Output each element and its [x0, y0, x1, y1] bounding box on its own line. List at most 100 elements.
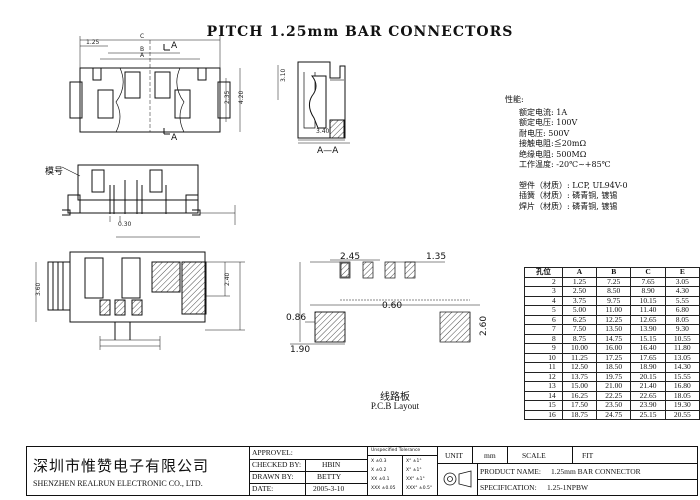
table-cell-value: 14.30 [664, 362, 700, 373]
top-view [69, 36, 241, 135]
top-dim-b: B [140, 46, 144, 53]
pcb-title: 线路板 [380, 392, 410, 403]
top-dim-height: 4.20 [238, 90, 245, 104]
table-cell-value: 6.25 [561, 314, 598, 325]
table-cell-value: 9.30 [664, 324, 700, 335]
specs-heading: 性能: [505, 95, 524, 104]
tol-linear: XX ±0.1 [371, 477, 390, 482]
section-view [277, 61, 350, 144]
pcb-dim-pad-height: 2.60 [479, 316, 489, 336]
table-cell-value: 11.00 [596, 305, 632, 316]
table-cell-value: 20.15 [630, 371, 666, 382]
approved-label: APPROVEL: [252, 448, 293, 457]
table-cell-value: 16.25 [561, 390, 598, 401]
table-header: C [630, 267, 666, 278]
table-cell-value: 19.30 [664, 400, 700, 411]
spec-label: SPECIFICATION: [480, 483, 537, 492]
table-header: 孔位 [524, 267, 563, 278]
checked-label: CHECKED BY: [252, 460, 302, 469]
table-cell-value: 21.40 [630, 381, 666, 392]
table-header: B [596, 267, 632, 278]
top-dim-pitch: 1.25 [86, 39, 100, 46]
drawn-value: BETTY [317, 472, 342, 481]
table-cell-value: 6.80 [664, 305, 700, 316]
table-cell-value: 22.25 [596, 390, 632, 401]
spec-value: 1.25-1NPBW [547, 483, 589, 492]
scale-value: FIT [582, 451, 594, 460]
tol-angle: X° ±1° [406, 468, 422, 473]
table-cell-value: 7.65 [630, 276, 666, 287]
table-cell-position: 3 [524, 286, 563, 297]
table-cell-value: 16.80 [664, 381, 700, 392]
table-cell-value: 3.75 [561, 295, 598, 306]
table-cell-value: 18.50 [596, 362, 632, 373]
table-cell-value: 10.55 [664, 333, 700, 344]
side-dim-inner: 2.40 [224, 272, 231, 286]
table-cell-value: 12.65 [630, 314, 666, 325]
table-cell-value: 20.55 [664, 409, 700, 420]
spec-current: 额定电流: 1A [519, 107, 568, 117]
table-cell-value: 18.90 [630, 362, 666, 373]
drawn-label: DRAWN BY: [252, 472, 294, 481]
table-cell-value: 2.50 [561, 286, 598, 297]
table-cell-value: 17.50 [561, 400, 598, 411]
section-marker-bottom: A [171, 133, 178, 143]
table-cell-value: 18.05 [664, 390, 700, 401]
tol-linear: X ±0.2 [371, 468, 387, 473]
projection-symbol [443, 470, 472, 488]
unit-label: UNIT [445, 451, 463, 460]
table-cell-value: 9.75 [596, 295, 632, 306]
table-cell-position: 15 [524, 400, 563, 411]
table-cell-value: 18.75 [561, 409, 598, 420]
spec-voltage: 额定电压: 100V [519, 118, 578, 127]
tol-linear: X ±0.3 [371, 459, 387, 464]
table-cell-position: 13 [524, 381, 563, 392]
table-cell-value: 13.75 [561, 371, 598, 382]
table-cell-position: 2 [524, 276, 563, 287]
table-cell-value: 15.55 [664, 371, 700, 382]
table-cell-position: 16 [524, 409, 563, 420]
table-cell-value: 11.25 [561, 352, 598, 363]
table-cell-value: 17.25 [596, 352, 632, 363]
table-cell-position: 5 [524, 305, 563, 316]
pcb-dim-offset: 0.86 [286, 313, 306, 323]
material-contact: 插簧（材质）: 磷青铜, 镀锡 [519, 191, 618, 200]
table-cell-value: 22.65 [630, 390, 666, 401]
table-cell-value: 5.55 [664, 295, 700, 306]
table-cell-value: 23.90 [630, 400, 666, 411]
checked-value: HBIN [322, 460, 341, 469]
table-cell-value: 1.25 [561, 276, 598, 287]
top-dim-height-inner: 2.35 [224, 90, 231, 104]
pcb-dim-pitch: 2.45 [340, 252, 360, 262]
top-dim-c: C [140, 33, 144, 40]
tol-angle: X° ±1° [406, 459, 422, 464]
table-cell-position: 10 [524, 352, 563, 363]
table-cell-value: 13.50 [596, 324, 632, 335]
table-cell-value: 16.40 [630, 343, 666, 354]
pcb-subtitle: P.C.B Layout [370, 401, 420, 411]
company-name-cn: 深圳市惟赞电子有限公司 [33, 457, 210, 475]
table-cell-value: 13.05 [664, 352, 700, 363]
section-dim-height: 3.10 [280, 68, 287, 82]
table-cell-value: 10.00 [561, 343, 598, 354]
table-cell-value: 8.50 [596, 286, 632, 297]
table-header: E [664, 267, 700, 278]
table-cell-value: 12.25 [596, 314, 632, 325]
table-cell-value: 12.50 [561, 362, 598, 373]
tol-angle: XXX° ±0.5° [406, 486, 433, 491]
material-solder: 焊片（材质）: 磷青铜, 镀锡 [519, 201, 618, 211]
pcb-dim-pad-width: 1.90 [290, 345, 310, 355]
unit-value: mm [484, 451, 496, 460]
spec-insulation: 绝缘电阻: 500MΩ [519, 149, 587, 159]
tolerance-header: Unspecified Tolerance [371, 448, 421, 453]
table-cell-value: 8.90 [630, 286, 666, 297]
